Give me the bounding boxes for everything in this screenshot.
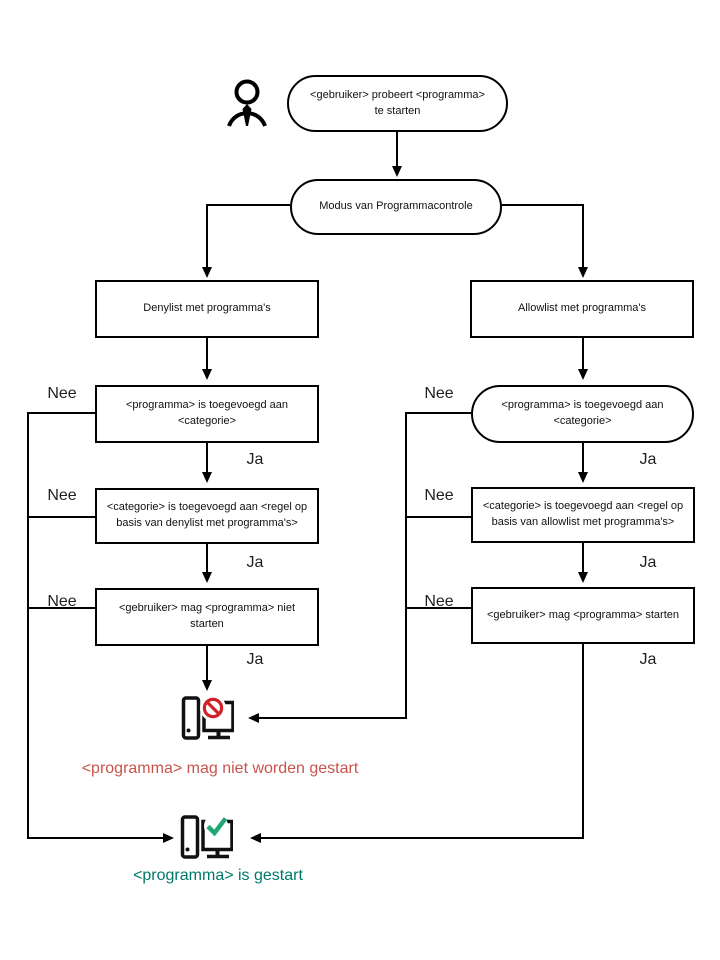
node-program-added-allow-label: <programma> is toegevoegd aan <categorie… (501, 399, 664, 427)
user-icon (227, 79, 267, 127)
node-program-added-deny: <programma> is toegevoegd aan <categorie… (95, 385, 319, 443)
node-program-added-allow: <programma> is toegevoegd aan <categorie… (471, 385, 694, 443)
node-allowlist: Allowlist met programma's (470, 280, 694, 338)
node-user-may-not-start-label: <gebruiker> mag <programma> niet starten (118, 602, 296, 630)
edge-label-ja-deny-2: Ja (246, 554, 264, 571)
edge-label-nee-deny-2: Nee (47, 487, 77, 504)
edge-label-ja-deny-3: Ja (246, 651, 264, 668)
edge-label-nee-allow-3: Nee (424, 593, 454, 610)
node-mode: Modus van Programmacontrole (290, 179, 502, 235)
edge-label-ja-allow-3: Ja (639, 651, 657, 668)
node-category-added-deny-label: <categorie> is toegevoegd aan <regel op … (106, 501, 308, 529)
node-denylist-label: Denylist met programma's (143, 302, 271, 315)
computer-started-icon (180, 814, 233, 859)
node-allowlist-label: Allowlist met programma's (517, 302, 647, 315)
edge-label-nee-deny-3: Nee (47, 593, 77, 610)
node-category-added-allow-label: <categorie> is toegevoegd aan <regel op … (482, 500, 684, 528)
node-user-may-start: <gebruiker> mag <programma> starten (471, 587, 695, 644)
node-user-may-start-label: <gebruiker> mag <programma> starten (487, 608, 679, 621)
checkmark-icon (204, 814, 228, 838)
node-start-label: <gebruiker> probeert <programma> te star… (310, 88, 485, 117)
node-category-added-deny: <categorie> is toegevoegd aan <regel op … (95, 488, 319, 544)
edge-label-ja-deny-1: Ja (246, 451, 264, 468)
prohibition-icon (200, 695, 226, 721)
edge-label-nee-allow-1: Nee (424, 385, 454, 402)
blocked-result-text: <programma> mag niet worden gestart (81, 760, 359, 777)
node-program-added-deny-label: <programma> is toegevoegd aan <categorie… (125, 399, 289, 427)
started-result-text: <programma> is gestart (133, 867, 303, 884)
edge-label-ja-allow-2: Ja (639, 554, 657, 571)
node-user-may-not-start: <gebruiker> mag <programma> niet starten (95, 588, 319, 646)
edge-label-nee-deny-1: Nee (47, 385, 77, 402)
node-mode-label: Modus van Programmacontrole (319, 200, 473, 213)
edge-label-nee-allow-2: Nee (424, 487, 454, 504)
node-start: <gebruiker> probeert <programma> te star… (287, 75, 508, 132)
node-denylist: Denylist met programma's (95, 280, 319, 338)
edge-label-ja-allow-1: Ja (639, 451, 657, 468)
node-category-added-allow: <categorie> is toegevoegd aan <regel op … (471, 487, 695, 543)
computer-blocked-icon (181, 695, 234, 740)
